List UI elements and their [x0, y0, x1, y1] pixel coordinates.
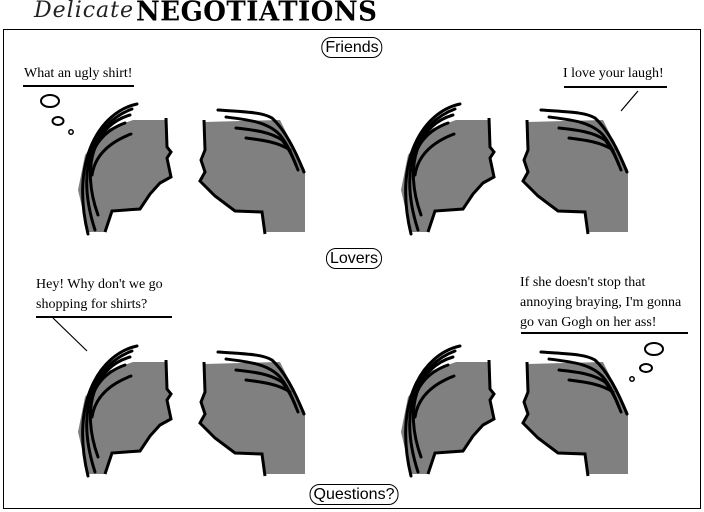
thought-line: go van Gogh on her ass! [520, 315, 657, 330]
thought-bubble-large [644, 342, 664, 356]
friends-pair-1 [76, 102, 307, 236]
speech-line: Hey! Why don't we go [36, 277, 163, 292]
label-questions: Questions? [309, 484, 399, 505]
thought-line: annoying braying, I'm gonna [520, 295, 682, 310]
title-script: Delicate [34, 0, 135, 23]
thought-bubble-medium [639, 363, 653, 373]
lovers-left-speech: Hey! Why don't we go shopping for shirts… [36, 275, 163, 315]
friends-left-thought: What an ugly shirt! [24, 66, 133, 81]
lovers-right-thought: If she doesn't stop that annoying brayin… [520, 273, 681, 333]
lovers-pair-1 [76, 344, 307, 478]
friends-right-speech: I love your laugh! [563, 66, 664, 81]
thought-bubble-medium [51, 116, 65, 126]
speech-pointer [620, 90, 639, 112]
thought-bubble-large [40, 94, 60, 108]
comic-frame [3, 29, 701, 509]
label-lovers: Lovers [325, 248, 383, 269]
thought-line: If she doesn't stop that [520, 275, 646, 290]
speech-pointer [52, 317, 88, 352]
thought-bubble-small [629, 376, 635, 382]
title-bold: NEGOTIATIONS [136, 0, 378, 28]
thought-bubble-small [68, 129, 74, 135]
speech-line: shopping for shirts? [36, 297, 148, 312]
label-friends: Friends [321, 37, 383, 58]
friends-pair-2 [399, 102, 630, 236]
lovers-pair-2 [399, 344, 630, 478]
